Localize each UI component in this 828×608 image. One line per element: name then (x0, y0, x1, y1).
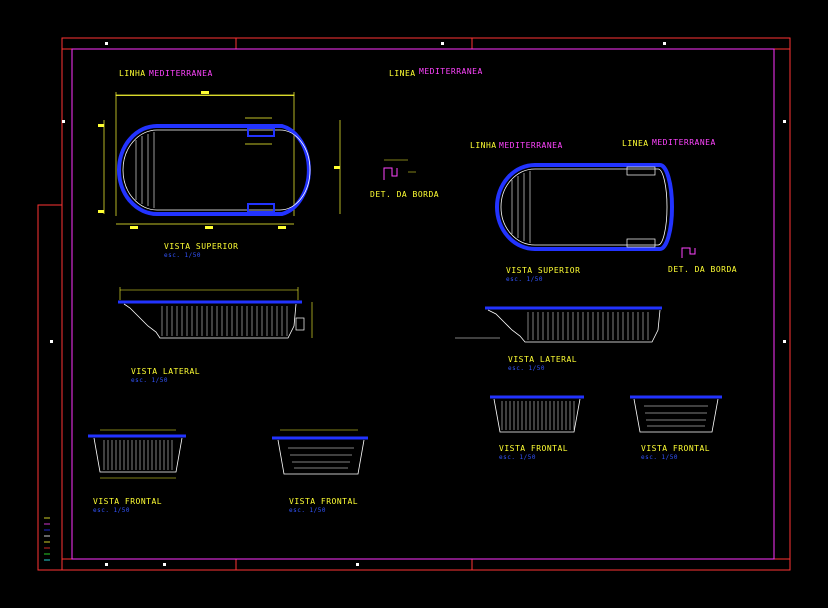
label-vista-lateral-1: VISTA LATERAL (131, 367, 201, 376)
front-view-1 (88, 429, 186, 479)
label-vista-superior-2: VISTA SUPERIOR (506, 266, 581, 275)
title-linha-2: LINHA (470, 141, 497, 150)
scale-vista-frontal-4: esc. 1/50 (641, 454, 679, 461)
drawing-frame (37, 37, 791, 571)
label-vista-frontal-4: VISTA FRONTAL (641, 444, 711, 453)
label-vista-frontal-1: VISTA FRONTAL (93, 497, 163, 506)
label-vista-frontal-3: VISTA FRONTAL (499, 444, 569, 453)
scale-vista-lateral-1: esc. 1/50 (131, 377, 169, 384)
plan-view-2 (495, 163, 674, 251)
label-det-borda-2: DET. DA BORDA (668, 265, 738, 274)
label-vista-lateral-2: VISTA LATERAL (508, 355, 578, 364)
front-view-2 (272, 429, 368, 475)
title-linha-1: LINHA (119, 69, 146, 78)
border-detail-1 (383, 159, 416, 180)
scale-vista-superior-2: esc. 1/50 (506, 276, 544, 283)
scale-vista-frontal-3: esc. 1/50 (499, 454, 537, 461)
label-det-borda-1: DET. DA BORDA (370, 190, 440, 199)
frame-ticks (50, 42, 786, 566)
side-view-1 (118, 287, 313, 339)
front-view-3 (490, 395, 584, 433)
title-mediterranea-4: MEDITERRANEA (652, 138, 716, 147)
plan-view-1 (98, 91, 341, 229)
scale-vista-frontal-2: esc. 1/50 (289, 507, 327, 514)
title-mediterranea-2: MEDITERRANEA (419, 67, 483, 76)
title-mediterranea-3: MEDITERRANEA (499, 141, 563, 150)
side-view-2 (455, 306, 662, 343)
title-linea-2: LINEA (622, 139, 649, 148)
title-linea-1: LINEA (389, 69, 416, 78)
front-view-4 (630, 395, 722, 433)
title-mediterranea-1: MEDITERRANEA (149, 69, 213, 78)
inner-frame (71, 48, 775, 560)
label-vista-frontal-2: VISTA FRONTAL (289, 497, 359, 506)
border-detail-2 (681, 247, 696, 258)
label-vista-superior-1: VISTA SUPERIOR (164, 242, 239, 251)
scale-vista-lateral-2: esc. 1/50 (508, 365, 546, 372)
scale-vista-frontal-1: esc. 1/50 (93, 507, 131, 514)
layer-legend (44, 517, 50, 561)
scale-vista-superior-1: esc. 1/50 (164, 252, 202, 259)
